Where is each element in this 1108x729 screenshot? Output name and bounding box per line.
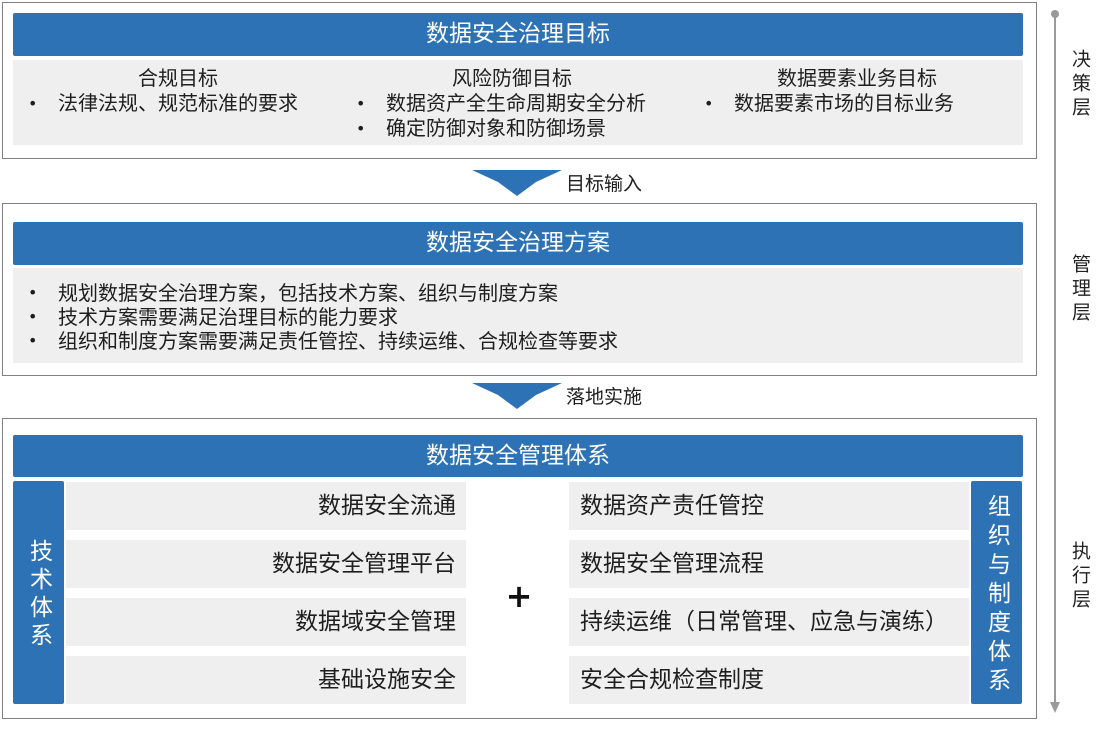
org-system-bar: 组织与制度体系 <box>971 481 1022 704</box>
tech-item: 数据域安全管理 <box>66 598 466 646</box>
goal-bullet: 数据要素市场的目标业务 <box>698 91 1016 116</box>
org-item: 数据资产责任管控 <box>569 482 969 530</box>
goal-bullet-list: 数据要素市场的目标业务 <box>698 91 1016 116</box>
plan-bullet: 组织和制度方案需要满足责任管控、持续运维、合规检查等要求 <box>22 329 618 353</box>
management-panel-header: 数据安全治理方案 <box>13 222 1023 265</box>
plus-connector: + <box>505 577 533 615</box>
tech-item: 数据安全流通 <box>66 482 466 530</box>
execution-panel-header: 数据安全管理体系 <box>13 435 1023 477</box>
org-system-label: 组织与制度体系 <box>983 494 1010 697</box>
goal-column-data-business: 数据要素业务目标 数据要素市场的目标业务 <box>698 66 1016 116</box>
org-item: 数据安全管理流程 <box>569 540 969 588</box>
flow-label-implementation: 落地实施 <box>566 386 643 408</box>
axis-start-dot <box>1051 10 1059 18</box>
goal-bullet: 确定防御对象和防御场景 <box>350 116 674 141</box>
goal-bullet-list: 法律法规、规范标准的要求 <box>22 91 334 116</box>
goal-bullet: 数据资产全生命周期安全分析 <box>350 91 674 116</box>
arrowhead-down-icon <box>1050 702 1060 713</box>
goal-column-title: 数据要素业务目标 <box>777 66 937 90</box>
goal-column-risk-defense: 风险防御目标 数据资产全生命周期安全分析 确定防御对象和防御场景 <box>350 66 674 141</box>
layer-label-decision: 决策层 <box>1069 49 1091 121</box>
org-item: 持续运维（日常管理、应急与演练） <box>569 598 969 646</box>
tech-item: 数据安全管理平台 <box>66 540 466 588</box>
goal-column-compliance: 合规目标 法律法规、规范标准的要求 <box>22 66 334 116</box>
tech-item: 基础设施安全 <box>66 656 466 704</box>
decision-panel-header: 数据安全治理目标 <box>13 13 1023 56</box>
down-arrow-icon <box>472 170 562 196</box>
layer-label-management: 管理层 <box>1069 254 1091 326</box>
plan-bullet: 技术方案需要满足治理目标的能力要求 <box>22 305 618 329</box>
flow-label-goal-input: 目标输入 <box>566 173 643 195</box>
layer-label-execution: 执行层 <box>1069 541 1091 613</box>
goal-bullet-list: 数据资产全生命周期安全分析 确定防御对象和防御场景 <box>350 91 674 141</box>
goal-column-title: 合规目标 <box>138 66 218 90</box>
goal-column-title: 风险防御目标 <box>452 66 572 90</box>
axis-line <box>1054 14 1056 706</box>
goal-bullet: 法律法规、规范标准的要求 <box>22 91 334 116</box>
plan-bullet-list: 规划数据安全治理方案，包括技术方案、组织与制度方案 技术方案需要满足治理目标的能… <box>22 281 618 353</box>
down-arrow-icon <box>472 383 562 409</box>
tech-system-bar: 技术体系 <box>13 481 64 704</box>
plan-bullet: 规划数据安全治理方案，包括技术方案、组织与制度方案 <box>22 281 618 305</box>
tech-system-label: 技术体系 <box>25 539 52 651</box>
org-item: 安全合规检查制度 <box>569 656 969 704</box>
